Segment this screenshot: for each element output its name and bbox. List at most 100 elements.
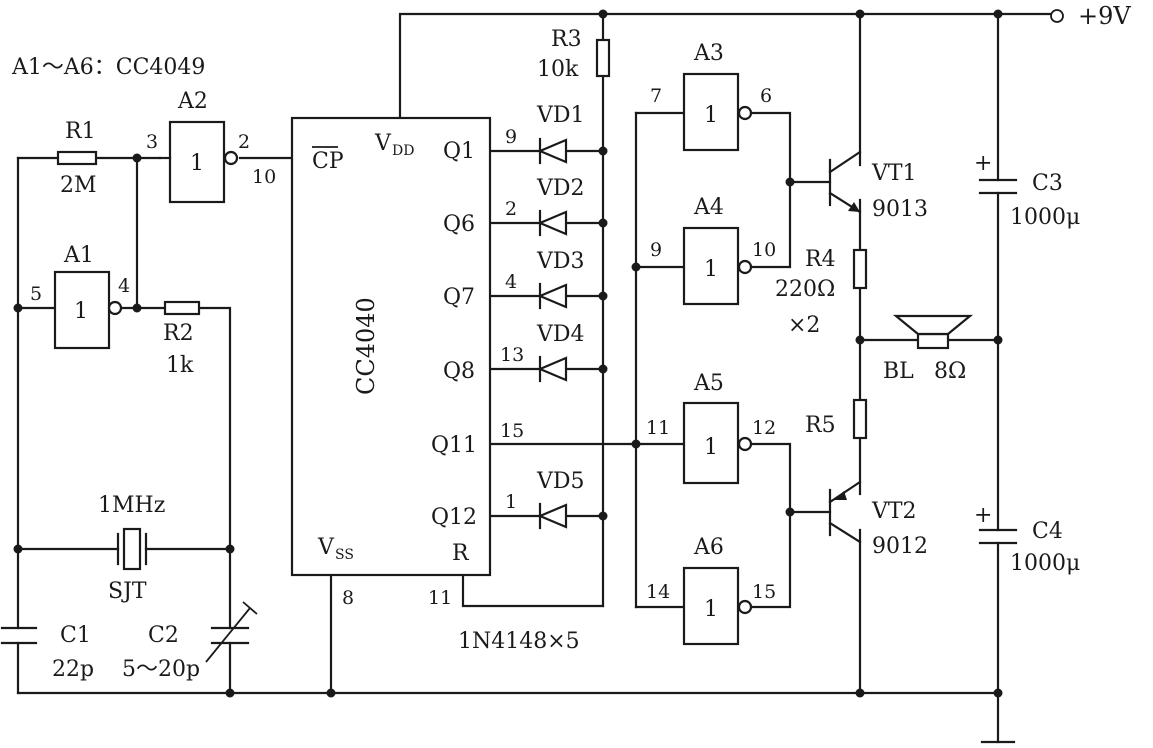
crystal-sjt: 1MHz SJT — [98, 493, 165, 604]
svg-text:9013: 9013 — [872, 197, 928, 222]
svg-text:1k: 1k — [166, 353, 194, 378]
junction-dots — [13, 9, 1003, 698]
svg-text:8: 8 — [342, 587, 354, 609]
wires — [16, 9, 1064, 744]
svg-text:A6: A6 — [693, 535, 724, 560]
svg-text:R5: R5 — [805, 413, 836, 438]
svg-text:V: V — [374, 131, 392, 156]
svg-text:R: R — [452, 541, 470, 566]
svg-text:2: 2 — [238, 131, 250, 153]
gate-type-note: A1～A6：CC4049 — [11, 55, 205, 80]
svg-text:8Ω: 8Ω — [934, 359, 966, 384]
resistor-r3: R3 10k — [537, 27, 611, 82]
svg-text:VD2: VD2 — [536, 176, 585, 201]
svg-text:15: 15 — [500, 420, 524, 442]
svg-text:1: 1 — [704, 257, 718, 282]
svg-text:6: 6 — [760, 85, 772, 107]
svg-text:10k: 10k — [537, 57, 579, 82]
svg-text:Q11: Q11 — [431, 433, 477, 458]
svg-text:R4: R4 — [805, 247, 836, 272]
svg-text:10: 10 — [752, 239, 776, 261]
svg-text:A4: A4 — [693, 195, 724, 220]
transistor-vt2: VT2 9012 — [828, 480, 928, 559]
svg-text:VT1: VT1 — [871, 161, 917, 186]
svg-text:BL: BL — [883, 359, 914, 384]
svg-text:C4: C4 — [1032, 519, 1063, 544]
supply-label: +9V — [1078, 2, 1131, 30]
svg-text:9: 9 — [650, 239, 662, 261]
svg-text:1: 1 — [74, 299, 88, 324]
svg-text:5～20p: 5～20p — [122, 657, 200, 682]
svg-text:1000μ: 1000μ — [1010, 551, 1080, 576]
diode-vd5: VD5 — [536, 469, 585, 530]
ic-name: CC4040 — [352, 297, 380, 395]
svg-text:4: 4 — [505, 271, 517, 293]
svg-text:4: 4 — [118, 275, 130, 297]
svg-text:12: 12 — [752, 417, 776, 439]
svg-text:R3: R3 — [551, 27, 582, 52]
svg-text:C3: C3 — [1032, 171, 1063, 196]
gate-a1: 1 A1 5 4 — [30, 243, 130, 350]
svg-text:R1: R1 — [65, 119, 96, 144]
svg-text:+: + — [974, 151, 992, 176]
svg-text:A2: A2 — [177, 89, 208, 114]
svg-text:22p: 22p — [52, 657, 94, 682]
svg-text:A5: A5 — [693, 371, 724, 396]
svg-text:3: 3 — [146, 131, 158, 153]
transistor-vt1: VT1 9013 — [828, 150, 928, 222]
svg-text:A1: A1 — [63, 243, 94, 268]
svg-text:15: 15 — [752, 581, 776, 603]
capacitor-c4: + C4 1000μ — [974, 503, 1080, 576]
svg-text:5: 5 — [30, 283, 42, 305]
svg-text:Q1: Q1 — [443, 139, 475, 164]
svg-text:Q12: Q12 — [431, 505, 477, 530]
capacitor-c1: C1 22p — [0, 623, 94, 682]
gate-a3: 1 A3 7 6 — [650, 41, 772, 152]
svg-text:1: 1 — [704, 103, 718, 128]
diode-type-label: 1N4148×5 — [458, 629, 580, 654]
svg-text:9012: 9012 — [872, 534, 928, 559]
svg-text:×2: ×2 — [788, 313, 820, 338]
svg-text:1: 1 — [704, 597, 718, 622]
svg-text:C1: C1 — [60, 623, 91, 648]
capacitor-c2: C2 5～20p — [122, 601, 258, 682]
gate-a2: 1 A2 3 2 — [146, 89, 250, 204]
gate-a6: 1 A6 14 15 — [646, 535, 776, 646]
svg-text:1MHz: 1MHz — [98, 493, 165, 518]
svg-text:7: 7 — [650, 85, 662, 107]
svg-text:1: 1 — [704, 435, 718, 460]
resistor-r2: R2 1k — [163, 300, 201, 378]
diode-vd1: VD1 — [536, 103, 585, 165]
svg-text:R2: R2 — [163, 321, 194, 346]
counter-ic-cc4040: CP V DD V SS R CC4040 Q1 Q6 Q7 Q8 Q11 Q1… — [252, 116, 524, 609]
svg-text:2: 2 — [505, 198, 517, 220]
svg-text:SS: SS — [335, 547, 354, 563]
svg-text:VD1: VD1 — [536, 103, 585, 128]
svg-text:2M: 2M — [60, 173, 97, 198]
svg-text:VT2: VT2 — [871, 499, 917, 524]
svg-text:+: + — [974, 503, 992, 528]
resistor-r4: R4 220Ω ×2 — [775, 247, 868, 338]
svg-text:1: 1 — [505, 491, 517, 513]
svg-text:C2: C2 — [148, 623, 179, 648]
svg-text:1: 1 — [190, 151, 204, 176]
svg-text:DD: DD — [392, 143, 414, 159]
speaker-bl: BL 8Ω — [883, 314, 974, 384]
svg-text:11: 11 — [428, 587, 452, 609]
svg-text:11: 11 — [646, 417, 670, 439]
svg-text:1000μ: 1000μ — [1010, 205, 1080, 230]
svg-text:14: 14 — [646, 581, 670, 603]
svg-text:Q7: Q7 — [443, 285, 475, 310]
svg-text:10: 10 — [252, 166, 276, 188]
diode-vd4: VD4 — [536, 322, 585, 383]
svg-text:Q8: Q8 — [443, 359, 475, 384]
svg-text:13: 13 — [500, 344, 524, 366]
svg-text:VD4: VD4 — [536, 322, 585, 347]
resistor-r5: R5 — [805, 398, 868, 440]
svg-text:SJT: SJT — [108, 579, 147, 604]
resistor-r1: R1 2M — [56, 119, 98, 198]
cp-pin-label: CP — [312, 149, 344, 174]
svg-text:VD3: VD3 — [536, 249, 585, 274]
diode-vd3: VD3 — [536, 249, 585, 310]
